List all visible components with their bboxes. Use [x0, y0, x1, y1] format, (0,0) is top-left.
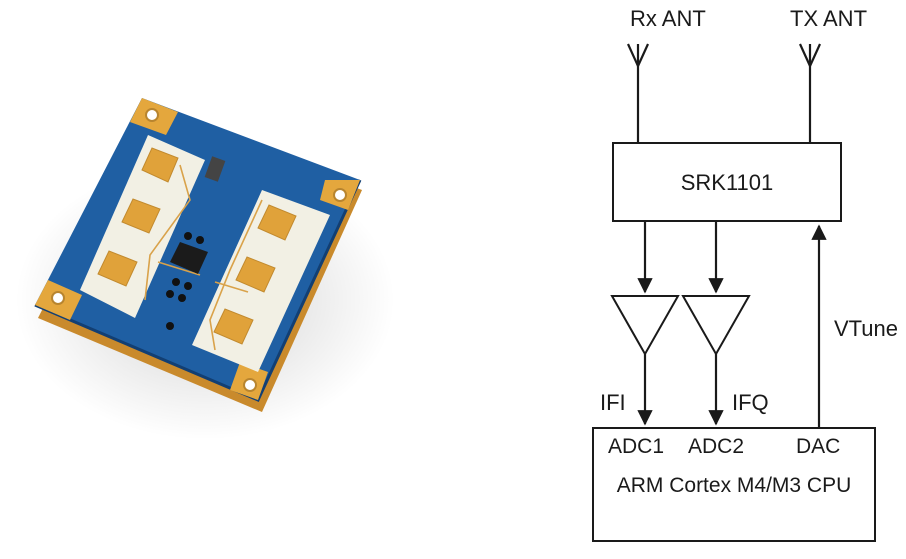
amplifier-i-icon — [610, 295, 680, 357]
chip-label: SRK1101 — [681, 170, 774, 195]
ifi-label: IFI — [600, 390, 626, 415]
radar-chip — [170, 242, 208, 274]
radar-module-photo — [15, 98, 395, 440]
right-patch-antennas — [213, 204, 297, 345]
adc1-label: ADC1 — [608, 435, 664, 458]
rx-antenna-label: Rx ANT — [630, 6, 706, 31]
vtune-label: VTune — [834, 316, 898, 341]
ifq-label: IFQ — [732, 390, 769, 415]
tx-antenna-label: TX ANT — [790, 6, 867, 31]
rx-antenna-icon — [626, 43, 650, 143]
cpu-block — [592, 427, 876, 542]
dac-label: DAC — [796, 435, 840, 458]
tx-antenna-icon — [798, 43, 822, 143]
left-patch-antennas — [97, 147, 179, 287]
chip-block — [612, 142, 842, 222]
amplifier-q-icon — [681, 295, 751, 357]
adc2-label: ADC2 — [688, 435, 744, 458]
cpu-label: ARM Cortex M4/M3 CPU — [617, 474, 852, 497]
block-diagram: Rx ANT TX ANT SRK1101 IFI IFQ V — [592, 6, 898, 542]
